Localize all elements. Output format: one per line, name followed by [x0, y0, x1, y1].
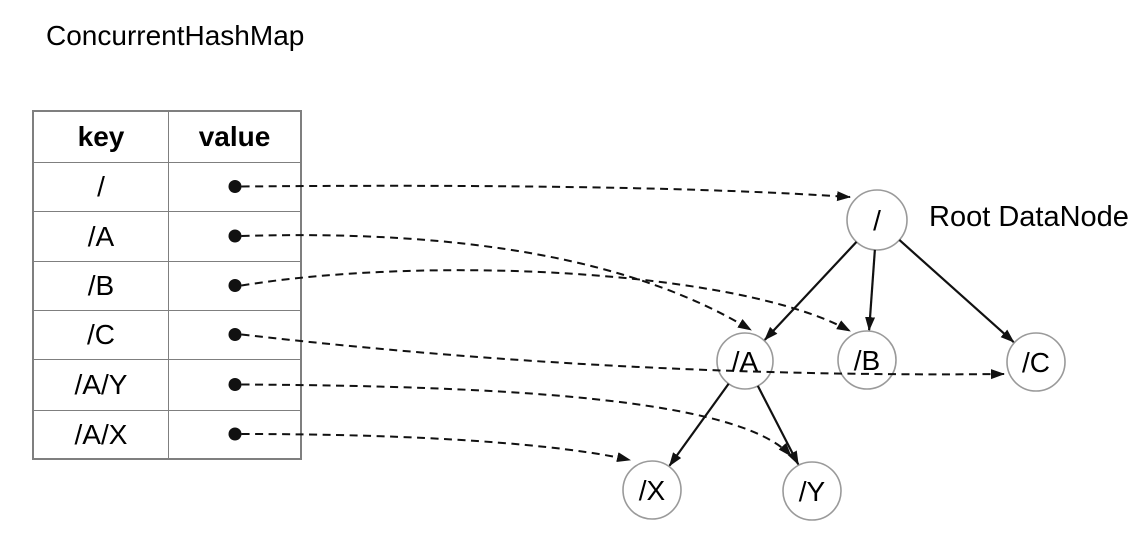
pointer-arrow-A	[241, 234, 752, 331]
table-row-key: /A	[34, 212, 169, 261]
tree-node-C	[1006, 332, 1066, 392]
tree-node-Y	[782, 461, 842, 521]
tree-node-label-A: /A	[732, 346, 759, 377]
table-row-key: /A/X	[34, 411, 169, 458]
tree-node-label-X: /X	[639, 475, 666, 506]
value-dot-row-2	[228, 279, 242, 292]
table-row-key: /	[34, 163, 169, 211]
tree-node-X	[622, 460, 682, 520]
page-title: ConcurrentHashMap	[46, 20, 305, 51]
value-dot-row-4	[228, 378, 242, 391]
tree-node-A	[716, 332, 774, 390]
tree-node-label-Y: /Y	[799, 476, 826, 507]
tree-node-label-C: /C	[1022, 347, 1050, 378]
hashmap-table: key value //A/B/C/A/Y/A/X	[32, 110, 302, 460]
tree-node-label-B: /B	[854, 345, 880, 376]
table-row: /B	[34, 261, 300, 310]
table-row-key: /B	[34, 262, 169, 310]
tree-edge-root-C	[898, 239, 1015, 343]
table-row: /C	[34, 310, 300, 359]
pointer-arrow-X	[241, 433, 631, 462]
pointer-arrow-C	[241, 333, 1005, 380]
table-row: /A/Y	[34, 359, 300, 410]
table-row: /A	[34, 211, 300, 261]
tree-edge-root-A	[764, 241, 858, 341]
table-row-key: /A/Y	[34, 360, 169, 410]
pointer-arrow-Y	[241, 383, 792, 457]
tree-node-root	[846, 189, 908, 251]
value-dot-row-1	[228, 229, 242, 243]
pointer-arrow-B	[241, 269, 851, 332]
value-dot-row-5	[228, 427, 242, 441]
column-header-value: value	[198, 121, 271, 152]
table-row: /A/X	[34, 410, 300, 458]
column-header-key: key	[34, 112, 169, 162]
tree-node-label-root: /	[873, 205, 881, 236]
pointer-arrow-root	[241, 184, 851, 202]
table-header-row: key value	[34, 112, 300, 162]
tree-edge-A-Y	[756, 385, 800, 466]
tree-edge-A-X	[668, 383, 730, 467]
root-node-annotation: Root DataNode	[929, 201, 1129, 233]
table-row: /	[34, 162, 300, 211]
tree-edge-root-B	[865, 249, 876, 332]
table-row-key: /C	[34, 311, 169, 359]
value-dot-row-0	[228, 180, 242, 193]
value-dot-row-3	[228, 328, 242, 341]
